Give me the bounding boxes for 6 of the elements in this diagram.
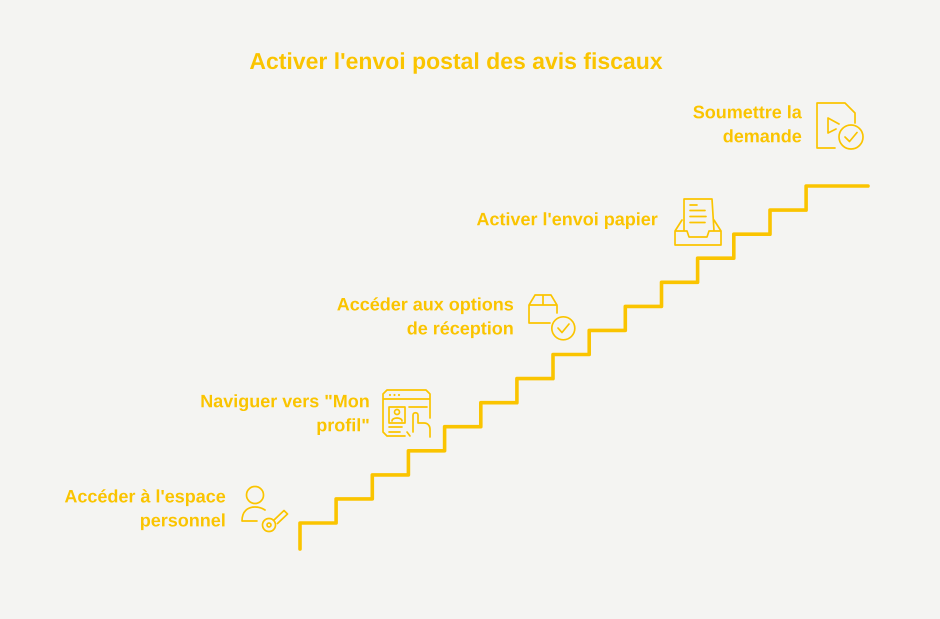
step-label: Soumettre la demande	[693, 105, 802, 142]
step-label: Activer l'envoi papier	[476, 212, 658, 229]
title: Activer l'envoi postal des avis fiscaux	[250, 52, 662, 74]
step-label: Accéder aux options de réception	[337, 297, 514, 338]
step-label: Naviguer vers "Mon profil"	[201, 394, 369, 435]
step-label: Accéder à l'espace personnel	[64, 489, 226, 530]
